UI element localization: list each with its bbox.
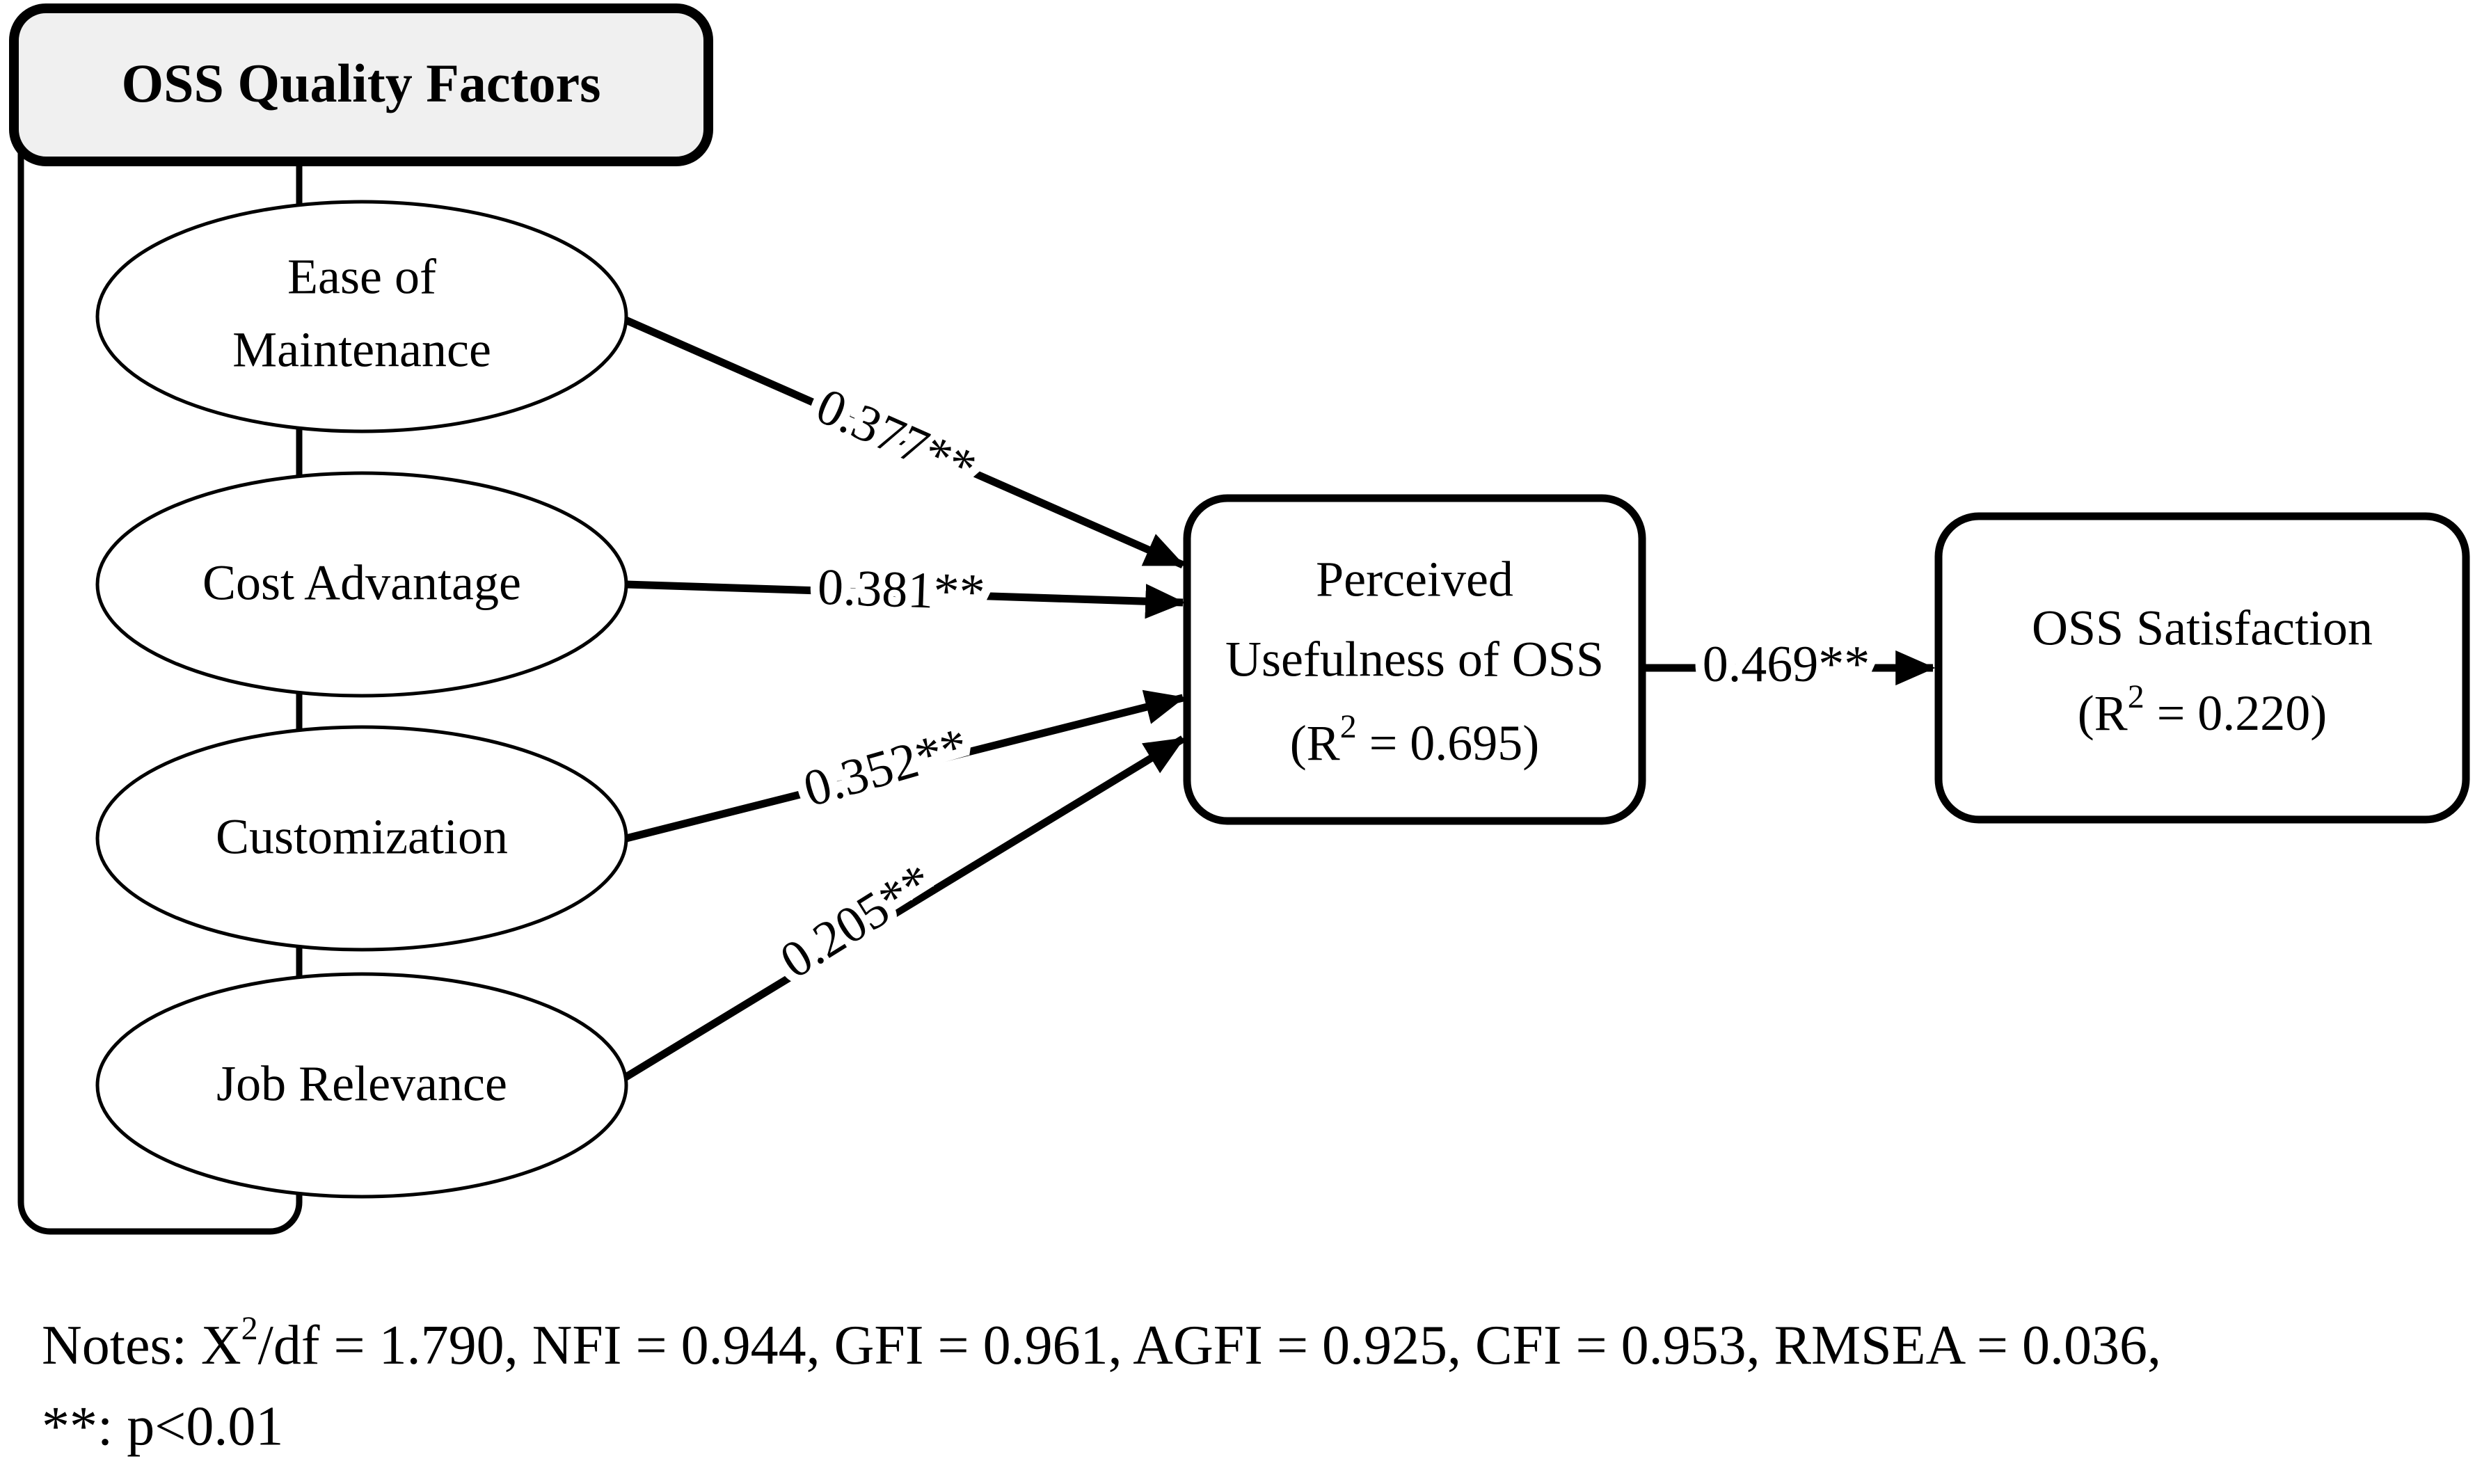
- node-label-cost-advantage: Cost Advantage: [202, 555, 521, 611]
- path-line-cost-to-usefulness: [626, 580, 1186, 619]
- path-line-customization-to-usefulness: [625, 689, 1186, 843]
- node-perceived-usefulness-of-oss[interactable]: Perceived Usefulness of OSS (R2 = 0.695): [1183, 494, 1646, 825]
- r2-prefix-usefulness: (R: [1290, 715, 1340, 771]
- node-ease-of-maintenance[interactable]: Ease of Maintenance: [95, 200, 628, 433]
- node-label-job-relevance: Job Relevance: [216, 1056, 507, 1112]
- node-label-perceived-usefulness-line1: Perceived: [1316, 552, 1513, 607]
- node-label-customization: Customization: [216, 809, 508, 865]
- notes-line-1: Notes: X2/df = 1.790, NFI = 0.944, GFI =…: [42, 1310, 2161, 1376]
- notes-fit-indices: /df = 1.790, NFI = 0.944, GFI = 0.961, A…: [258, 1315, 2161, 1376]
- r2-superscript-satisfaction: 2: [2128, 678, 2144, 715]
- ellipse-cost-advantage: [95, 471, 628, 698]
- path-label-0377: 0.377**: [808, 377, 984, 497]
- node-job-relevance[interactable]: Job Relevance: [95, 972, 628, 1199]
- path-label-0469: 0.469**: [1703, 636, 1870, 693]
- path-line-ease-to-usefulness: [616, 312, 1186, 569]
- ellipse-ease-of-maintenance: [95, 200, 628, 433]
- node-label-perceived-usefulness-r2: (R2 = 0.695): [1290, 708, 1540, 771]
- r2-suffix-satisfaction: = 0.220): [2144, 685, 2327, 741]
- node-oss-satisfaction[interactable]: OSS Satisfaction (R2 = 0.220): [1934, 512, 2470, 824]
- node-label-ease-of-maintenance-line2: Maintenance: [232, 322, 491, 378]
- node-customization[interactable]: Customization: [95, 725, 628, 952]
- notes-prefix: Notes: X: [42, 1315, 241, 1376]
- path-label-0352: 0.352**: [797, 717, 974, 818]
- notes-chi-superscript: 2: [241, 1310, 258, 1347]
- notes-block: Notes: X2/df = 1.790, NFI = 0.944, GFI =…: [42, 1310, 2161, 1457]
- node-label-oss-satisfaction-r2: (R2 = 0.220): [2078, 678, 2327, 741]
- path-line-jobrelevance-to-usefulness: [616, 735, 1185, 1085]
- path-label-0381: 0.381**: [817, 559, 986, 621]
- path-label-0205: 0.205**: [771, 853, 943, 990]
- node-label-perceived-usefulness-line2: Usefulness of OSS: [1225, 632, 1604, 687]
- node-label-oss-satisfaction: OSS Satisfaction: [2032, 600, 2373, 656]
- ellipse-customization: [95, 725, 628, 952]
- box-perceived-usefulness-of-oss: [1183, 494, 1646, 825]
- oss-quality-factors-header-label: OSS Quality Factors: [121, 53, 600, 113]
- notes-line-2: **: p<0.01: [42, 1396, 283, 1457]
- box-oss-satisfaction: [1934, 512, 2470, 824]
- path-lines-group: [616, 312, 1936, 1085]
- node-label-ease-of-maintenance-line1: Ease of: [287, 249, 436, 305]
- r2-prefix-satisfaction: (R: [2078, 685, 2128, 741]
- r2-suffix-usefulness: = 0.695): [1357, 715, 1540, 771]
- oss-quality-factors-header-box: [9, 3, 713, 166]
- ellipse-job-relevance: [95, 972, 628, 1199]
- r2-superscript-usefulness: 2: [1340, 708, 1357, 745]
- node-cost-advantage[interactable]: Cost Advantage: [95, 471, 628, 698]
